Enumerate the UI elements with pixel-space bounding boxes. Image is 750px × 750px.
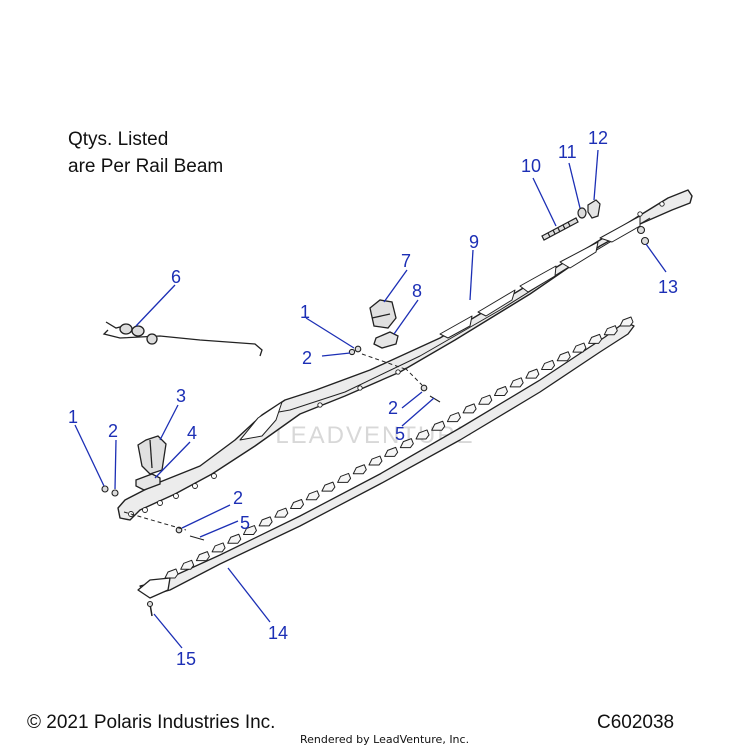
rail-beam-part-9 [117, 189, 693, 521]
quantity-note-line-2: are Per Rail Beam [68, 156, 224, 177]
block-part-7 [369, 299, 397, 329]
callout-11: 11 [558, 142, 577, 162]
nuts-part-13 [636, 225, 650, 246]
callout-10: 10 [521, 156, 541, 176]
small-hardware [101, 345, 441, 617]
bolt-5b [189, 535, 205, 541]
callout-5a: 5 [395, 424, 405, 444]
callout-4: 4 [187, 423, 197, 443]
washer-2a [111, 489, 119, 497]
callout-3: 3 [176, 386, 186, 406]
callout-2c: 2 [388, 398, 398, 418]
callout-15: 15 [176, 649, 196, 669]
nut-1b [354, 345, 362, 353]
nut-1a [101, 485, 109, 493]
diagram-id: C602038 [597, 712, 675, 733]
callout-7: 7 [401, 251, 411, 271]
bolt-part-10 [541, 217, 579, 241]
callout-labels: 1 2 3 4 6 7 8 1 2 9 10 11 12 13 2 5 2 5 … [68, 128, 678, 669]
callout-2b: 2 [302, 348, 312, 368]
assembly-dash-lines [123, 353, 423, 531]
slide-strip-part-14 [137, 316, 635, 599]
washer-2c [420, 384, 428, 392]
block-part-8 [373, 331, 399, 349]
wire-spring-part-6 [102, 321, 263, 357]
washer-2b [348, 348, 356, 356]
bolt-5a [429, 395, 441, 403]
quantity-note: Qtys. Listed are Per Rail Beam [68, 126, 223, 180]
copyright-text: © 2021 Polaris Industries Inc. [27, 712, 276, 733]
callout-13: 13 [658, 277, 678, 297]
rendered-by-text: Rendered by LeadVenture, Inc. [300, 733, 470, 746]
quantity-note-line-1: Qtys. Listed [68, 129, 169, 150]
washer-part-11 [577, 207, 587, 219]
callout-14: 14 [268, 623, 288, 643]
callout-1a: 1 [68, 407, 78, 427]
callout-9: 9 [469, 232, 479, 252]
callout-2d: 2 [233, 488, 243, 508]
callout-12: 12 [588, 128, 608, 148]
callout-1b: 1 [300, 302, 310, 322]
bracket-part-12 [587, 199, 601, 219]
leader-lines [74, 149, 667, 649]
callout-6: 6 [171, 267, 181, 287]
callout-2a: 2 [108, 421, 118, 441]
block-part-4 [135, 473, 161, 491]
callout-5b: 5 [240, 513, 250, 533]
callout-8: 8 [412, 281, 422, 301]
block-part-3 [137, 435, 167, 475]
